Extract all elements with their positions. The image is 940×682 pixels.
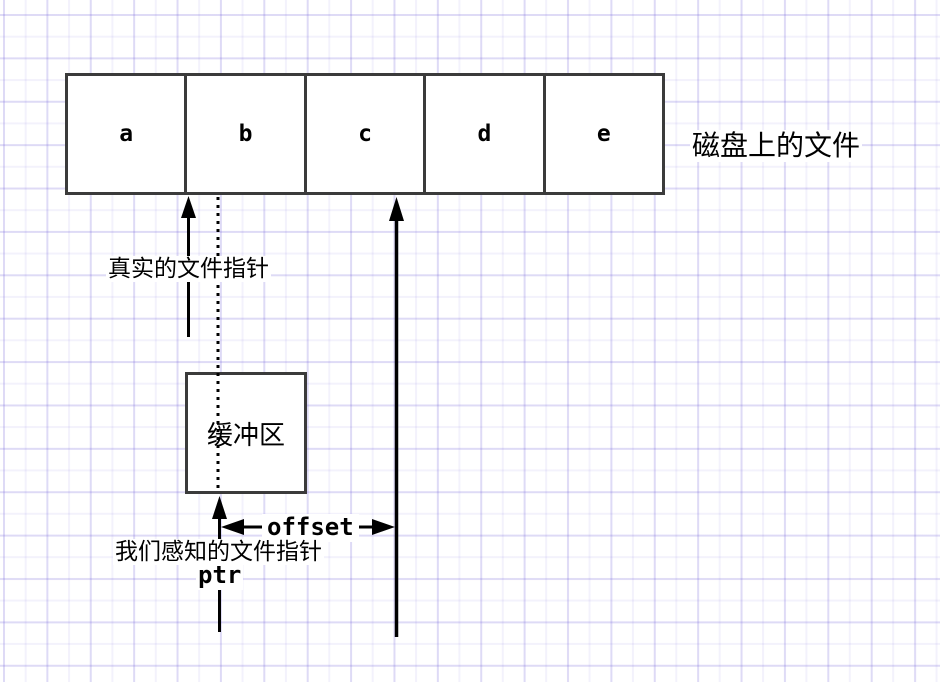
buffer-label: 缓冲区: [206, 420, 285, 451]
disk-cell-e-label: e: [596, 121, 611, 147]
disk-cell-a-label: a: [119, 121, 134, 147]
disk-cell-b: b: [187, 76, 307, 192]
buffer-box: 缓冲区: [185, 372, 307, 494]
disk-files-label: 磁盘上的文件: [690, 129, 863, 163]
disk-cell-a: a: [68, 76, 188, 192]
real-pointer-label: 真实的文件指针: [106, 256, 271, 283]
disk-cell-e: e: [546, 76, 662, 192]
disk-cell-d-label: d: [477, 121, 492, 147]
disk-cell-b-label: b: [238, 121, 253, 147]
ptr-label: ptr: [196, 561, 244, 590]
perceived-pointer-label: 我们感知的文件指针: [113, 539, 324, 566]
disk-cell-d: d: [426, 76, 546, 192]
disk-cell-c: c: [307, 76, 427, 192]
disk-file-row: a b c d e: [65, 73, 665, 195]
disk-position-arrow: [389, 197, 404, 637]
disk-cell-c-label: c: [358, 121, 372, 147]
offset-label: offset: [262, 513, 359, 542]
